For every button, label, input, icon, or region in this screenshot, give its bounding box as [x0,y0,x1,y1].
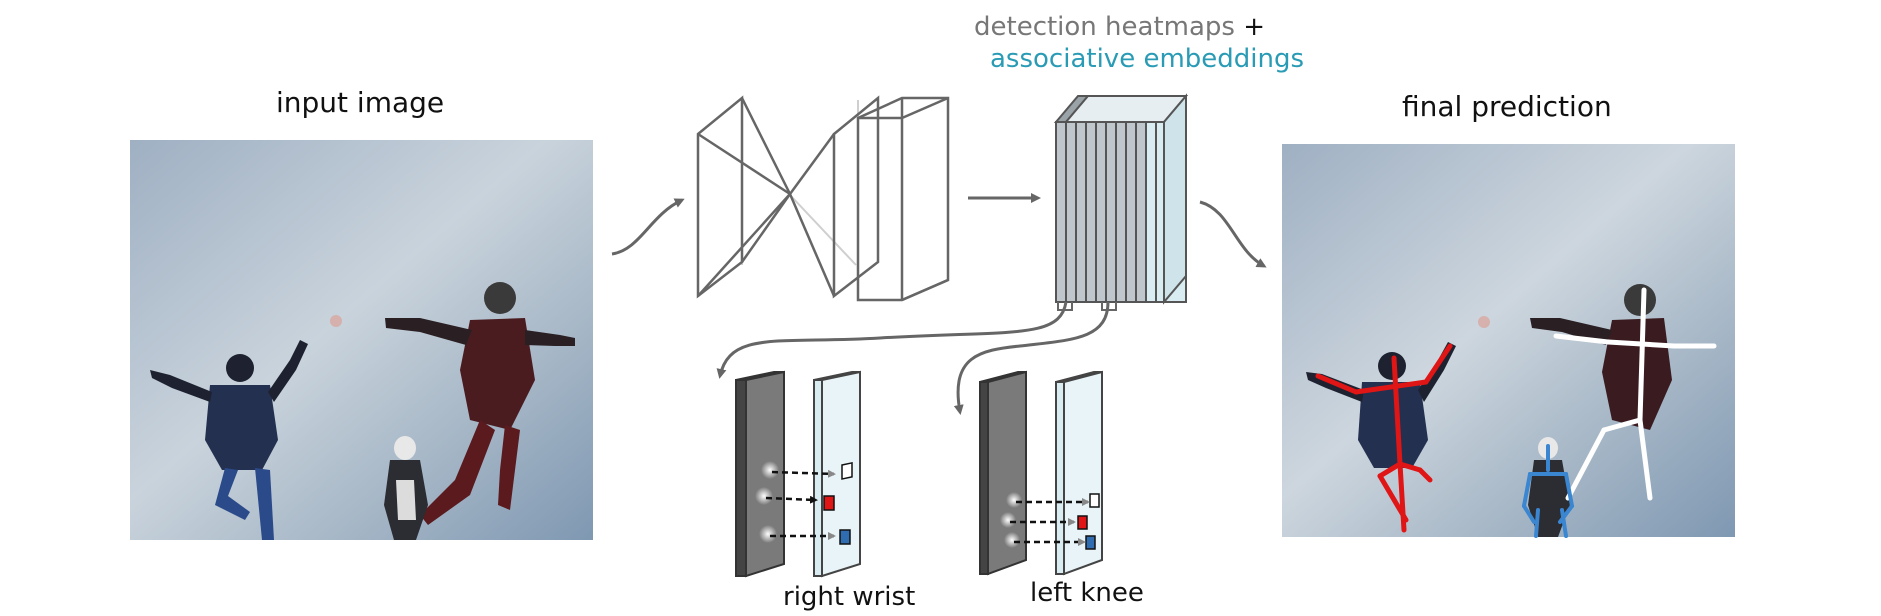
detection-heatmaps-label: detection heatmaps + [974,12,1265,42]
left-knee-heatmap [979,370,1027,576]
input-image-title: input image [276,86,445,119]
final-prediction-image [1282,144,1735,538]
skydiver-right [385,282,575,525]
skydiver-left [150,340,308,540]
arrow-outputs-to-prediction [1199,200,1267,268]
right-wrist-label: right wrist [783,582,916,612]
right-wrist-heatmap [735,370,785,578]
left-knee-detail [979,370,1103,576]
stacked-output-maps-icon [1053,93,1189,305]
plus-sign: + [1243,12,1266,42]
left-knee-embedding [1055,370,1103,576]
right-wrist-embedding [813,370,861,578]
arrow-input-to-network [611,198,685,256]
arrow-to-left-knee [953,301,1110,415]
associative-embeddings-label: associative embeddings [990,44,1305,74]
skydiver-small [384,436,428,540]
input-image [130,140,593,540]
left-knee-label: left knee [1030,578,1144,608]
right-wrist-detail [735,370,861,578]
arrow-to-right-wrist [716,301,1068,379]
encoder-decoder-network-icon [696,95,950,302]
skeleton-white [1553,287,1717,501]
final-prediction-title: final prediction [1402,90,1612,123]
skeleton-blue [1522,444,1574,538]
detection-heatmaps-text: detection heatmaps [974,12,1235,42]
skeleton-red [1315,343,1453,533]
